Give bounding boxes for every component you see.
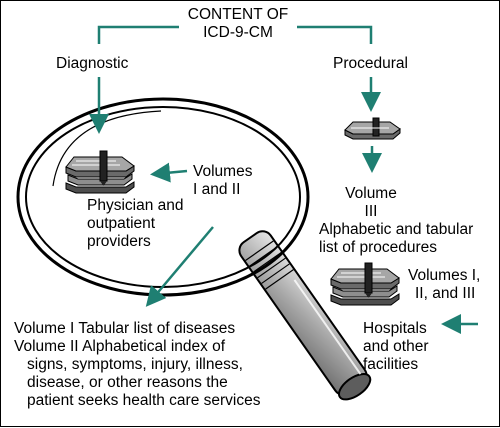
hospitals-line-2: and other	[363, 338, 429, 355]
single-book-icon	[344, 117, 401, 140]
all-volumes-line-1: Volumes I,	[408, 267, 481, 284]
physician-line-2: outpatient	[87, 215, 156, 232]
physician-line-1: Physician and	[87, 197, 184, 214]
diagnostic-volumes-line-1: Volumes	[193, 163, 253, 180]
hospitals-line-3: facilities	[363, 356, 419, 373]
volume-description-line-4: disease, or other reasons the	[27, 374, 228, 391]
all-volumes-line-2: II, and III	[415, 285, 476, 302]
volume-description-line-2: Volume II Alphabetical index of	[14, 338, 226, 355]
volume-three-line-2: III	[364, 203, 378, 220]
diagnostic-label: Diagnostic	[56, 55, 129, 72]
title-line-1: CONTENT OF	[187, 6, 289, 23]
procedures-line-1: Alphabetic and tabular	[319, 221, 474, 238]
hospitals-line-1: Hospitals	[363, 320, 427, 337]
physician-line-3: providers	[87, 233, 151, 250]
procedural-label: Procedural	[333, 55, 408, 72]
volume-description-line-5: patient seeks health care services	[27, 392, 261, 409]
procedures-line-2: list of procedures	[319, 239, 438, 256]
volume-description-line-3: signs, symptoms, injury, illness,	[27, 356, 243, 373]
book-stack-icon	[330, 262, 400, 306]
volume-three-line-1: Volume	[345, 185, 397, 202]
flow-arrows	[89, 77, 478, 334]
volume-description-line-1: Volume I Tabular list of diseases	[14, 320, 236, 337]
book-stack-icon	[65, 150, 135, 194]
diagnostic-volumes-line-2: I and II	[193, 181, 241, 198]
title-line-2: ICD-9-CM	[203, 24, 273, 41]
title-connector-lines	[97, 25, 373, 44]
